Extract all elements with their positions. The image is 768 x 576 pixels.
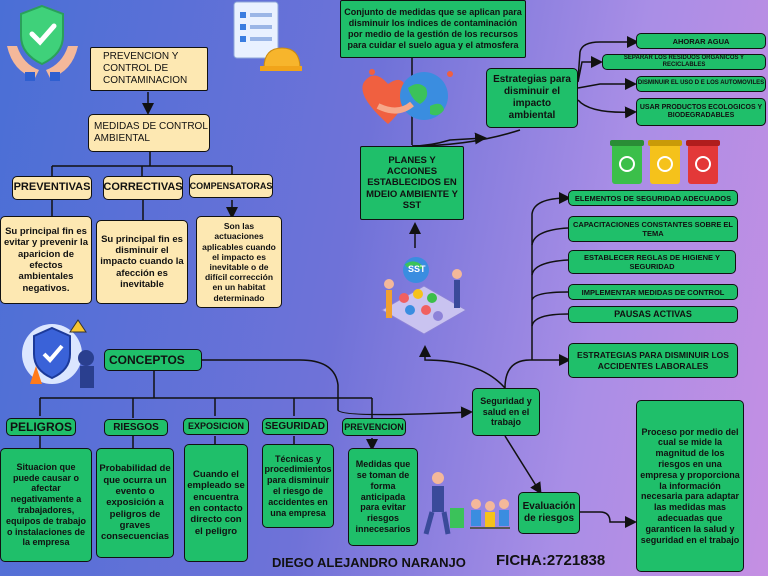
riesgos-box: RIESGOS (104, 419, 168, 436)
conceptos-box: CONCEPTOS (104, 349, 202, 371)
sst-item-medidas: IMPLEMENTAR MEDIDAS DE CONTROL (568, 284, 738, 300)
riesgos-desc: Probabilidad de que ocurra un evento o e… (99, 463, 171, 543)
definition-box: Conjunto de medidas que se aplican para … (340, 0, 526, 58)
exposicion-box: EXPOSICION (183, 418, 249, 435)
seguridad-box: SEGURIDAD (262, 418, 328, 435)
ficha-number: FICHA:2721838 (496, 552, 606, 569)
sst-badge-label: SST (408, 264, 426, 274)
disminuir-automoviles-box: DISMINUIR EL USO D E LOS AUTOMOVILES (636, 76, 766, 92)
prevencion-title: PREVENCION Y CONTROL DE CONTAMINACION (103, 51, 188, 86)
exposicion-label: EXPOSICION (187, 421, 244, 432)
preventivas-desc: Su principal fin es evitar y prevenir la… (4, 225, 88, 294)
sst-item-capacitaciones-label: CAPACITACIONES CONSTANTES SOBRE EL TEMA (572, 220, 733, 238)
evaluacion-desc-box: Proceso por medio del cual se mide la ma… (636, 400, 744, 572)
medidas-label: MEDIDAS DE CONTROL AMBIENTAL (94, 121, 208, 144)
recycle-bins-icon (608, 134, 724, 186)
seguridad-desc: Técnicas y procedimientos para disminuir… (264, 453, 332, 518)
seguridad-label: SEGURIDAD (264, 420, 325, 432)
seguridad-trabajo-box: Seguridad y salud en el trabajo (472, 388, 540, 436)
sst-item-pausas: PAUSAS ACTIVAS (568, 306, 738, 323)
usar-productos-box: USAR PRODUCTOS ECOLOGICOS Y BIODEGRADABL… (636, 98, 766, 126)
checklist-helmet-icon (232, 0, 302, 72)
seguridad-desc-box: Técnicas y procedimientos para disminuir… (262, 444, 334, 528)
peligros-box: PELIGROS (6, 418, 76, 436)
prevencion-box: PREVENCION (342, 418, 406, 436)
prevencion-label: PREVENCION (344, 421, 404, 432)
definition-text: Conjunto de medidas que se aplican para … (344, 7, 522, 50)
planes-box: PLANES Y ACCIONES ESTABLECIDOS EN MDEIO … (360, 146, 464, 220)
prevencion-desc-box: Medidas que se toman de forma anticipada… (348, 448, 418, 546)
sst-people-icon: SST (376, 250, 472, 346)
estrategias-ambiente-title: Estrategias para disminuir el impacto am… (493, 74, 571, 121)
compensatoras-desc-box: Son las actuaciones aplicables cuando el… (196, 216, 282, 308)
evaluacion-box: Evaluación de riesgos (518, 492, 580, 534)
separar-residuos-label: SEPARAR LOS RESIDUOS ORGANICOS Y RECICLA… (623, 54, 745, 68)
peligros-desc: Situacion que puede causar o afectar neg… (5, 461, 86, 548)
shield-hands-icon (5, 2, 80, 82)
sst-item-medidas-label: IMPLEMENTAR MEDIDAS DE CONTROL (581, 287, 725, 297)
compensatoras-label: COMPENSATORAS (189, 180, 273, 191)
author-name: DIEGO ALEJANDRO NARANJO (272, 555, 466, 570)
evaluacion-desc: Proceso por medio del cual se mide la ma… (640, 426, 740, 545)
compensatoras-desc: Son las actuaciones aplicables cuando el… (202, 221, 276, 303)
sst-item-elementos: ELEMENTOS DE SEGURIDAD ADECUADOS (568, 190, 738, 206)
safety-shield-icon (22, 318, 98, 390)
conceptos-label: CONCEPTOS (109, 352, 185, 367)
usar-productos-label: USAR PRODUCTOS ECOLOGICOS Y BIODEGRADABL… (639, 103, 763, 119)
separar-residuos-box: SEPARAR LOS RESIDUOS ORGANICOS Y RECICLA… (602, 54, 766, 70)
sst-item-elementos-label: ELEMENTOS DE SEGURIDAD ADECUADOS (574, 193, 732, 203)
compensatoras-box: COMPENSATORAS (189, 174, 273, 198)
planes-title: PLANES Y ACCIONES ESTABLECIDOS EN MDEIO … (366, 154, 458, 212)
medidas-box: MEDIDAS DE CONTROL AMBIENTAL (88, 114, 210, 152)
correctivas-desc-box: Su principal fin es disminuir el impacto… (96, 220, 188, 304)
sst-item-capacitaciones: CAPACITACIONES CONSTANTES SOBRE EL TEMA (568, 216, 738, 242)
correctivas-desc: Su principal fin es disminuir el impacto… (100, 233, 184, 291)
ahorrar-agua-label: AHORAR AGUA (672, 36, 730, 46)
correctivas-box: CORRECTIVAS (103, 176, 183, 200)
preventivas-box: PREVENTIVAS (12, 176, 92, 200)
riesgos-desc-box: Probabilidad de que ocurra un evento o e… (96, 448, 174, 558)
workers-icon (420, 468, 516, 540)
sst-item-estrategias: ESTRATEGIAS PARA DISMINUIR LOS ACCIDENTE… (568, 343, 738, 378)
exposicion-desc-box: Cuando el empleado se encuentra en conta… (184, 444, 248, 562)
prevencion-desc: Medidas que se toman de forma anticipada… (355, 459, 411, 534)
seguridad-trabajo-label: Seguridad y salud en el trabajo (480, 395, 532, 428)
sst-item-reglas-label: ESTABLECER REGLAS DE HIGIENE Y SEGURIDAD (584, 253, 720, 271)
exposicion-desc: Cuando el empleado se encuentra en conta… (187, 468, 245, 537)
earth-heart-icon (358, 66, 462, 136)
riesgos-label: RIESGOS (113, 421, 159, 433)
estrategias-ambiente-box: Estrategias para disminuir el impacto am… (486, 68, 578, 128)
correctivas-label: CORRECTIVAS (103, 181, 183, 194)
sst-item-reglas: ESTABLECER REGLAS DE HIGIENE Y SEGURIDAD (568, 250, 736, 274)
peligros-desc-box: Situacion que puede causar o afectar neg… (0, 448, 92, 562)
sst-item-estrategias-label: ESTRATEGIAS PARA DISMINUIR LOS ACCIDENTE… (577, 350, 729, 371)
evaluacion-title: Evaluación de riesgos (522, 501, 576, 524)
disminuir-automoviles-label: DISMINUIR EL USO D E LOS AUTOMOVILES (637, 80, 765, 87)
ahorrar-agua-box: AHORAR AGUA (636, 33, 766, 49)
sst-item-pausas-label: PAUSAS ACTIVAS (614, 309, 692, 320)
peligros-label: PELIGROS (9, 419, 72, 434)
preventivas-label: PREVENTIVAS (13, 181, 91, 194)
prevencion-title-box: PREVENCION Y CONTROL DE CONTAMINACION (90, 47, 208, 91)
preventivas-desc-box: Su principal fin es evitar y prevenir la… (0, 216, 92, 304)
